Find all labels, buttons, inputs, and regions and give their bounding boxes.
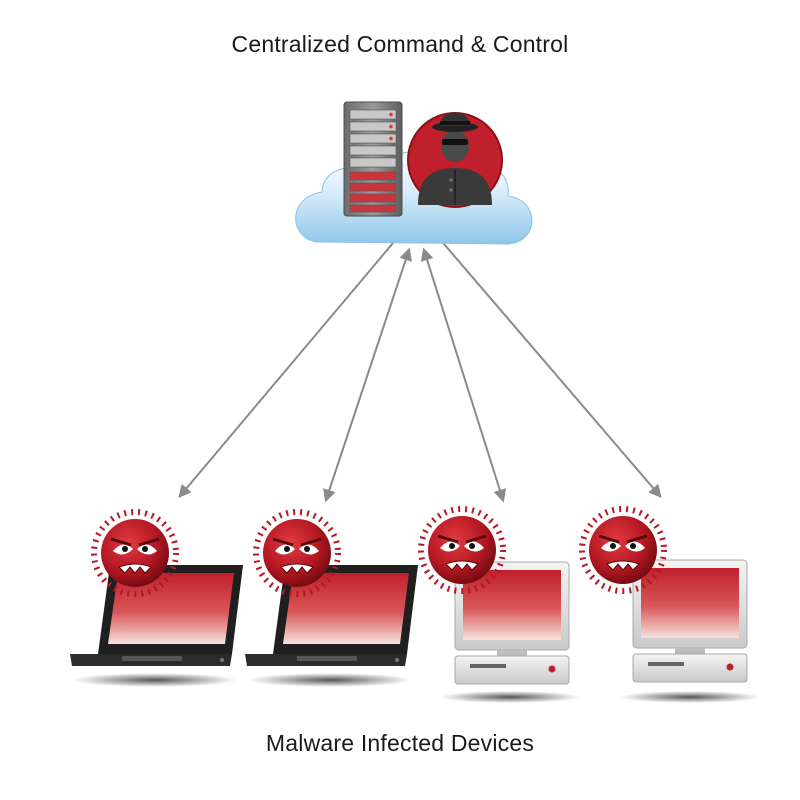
virus-icon — [418, 506, 506, 594]
laptop-icon — [245, 565, 418, 666]
virus-icon — [253, 509, 341, 597]
laptop-icon — [70, 565, 243, 666]
arrow-device-2 — [323, 247, 412, 503]
arrow-device-3 — [420, 247, 507, 503]
desktop-computer-icon — [632, 559, 748, 683]
device-1-laptop — [70, 509, 243, 687]
virus-icon — [91, 509, 179, 597]
server-rack-icon — [343, 101, 403, 217]
diagram-title: Centralized Command & Control — [231, 31, 569, 57]
arrow-device-4 — [430, 228, 662, 498]
device-3-desktop — [418, 506, 580, 703]
arrow-device-1 — [178, 228, 406, 498]
diagram-footer-label: Malware Infected Devices — [265, 730, 535, 756]
virus-icon — [579, 506, 667, 594]
device-4-desktop — [579, 506, 760, 703]
device-2-laptop — [245, 509, 418, 687]
desktop-computer-icon — [454, 561, 570, 685]
connection-arrows — [178, 228, 662, 503]
hacker-icon — [407, 112, 503, 208]
